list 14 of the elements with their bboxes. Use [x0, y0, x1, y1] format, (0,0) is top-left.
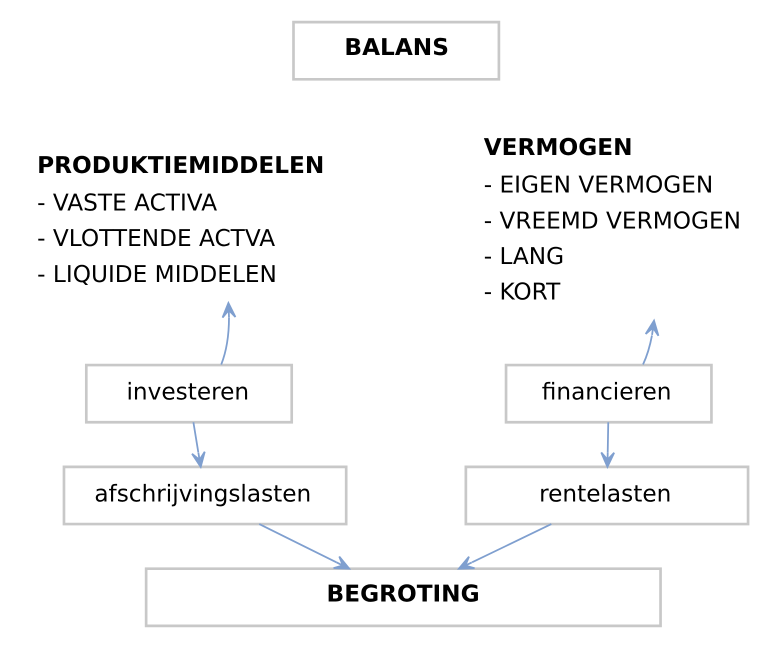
arrow	[600, 422, 616, 468]
arrow	[642, 320, 660, 365]
node-box: rentelasten	[464, 466, 750, 526]
node-box: financieren	[504, 364, 713, 424]
node-box: BALANS	[292, 20, 500, 81]
node-text: VERMOGEN - EIGEN VERMOGEN - VREEMD VERMOGEN - LANG - KORT	[484, 134, 741, 306]
node-box: BEGROTING	[144, 567, 662, 628]
node-box: investeren	[84, 364, 294, 424]
arrow	[458, 523, 552, 570]
arrow	[220, 302, 236, 365]
node-text: PRODUKTIEMIDDELEN - VASTE ACTIVA - VLOTTENDE ACTVA - LIQUIDE MIDDELEN	[37, 152, 324, 288]
arrow	[258, 523, 350, 570]
arrow	[191, 422, 206, 468]
node-box: afschrijvingslasten	[62, 466, 348, 526]
